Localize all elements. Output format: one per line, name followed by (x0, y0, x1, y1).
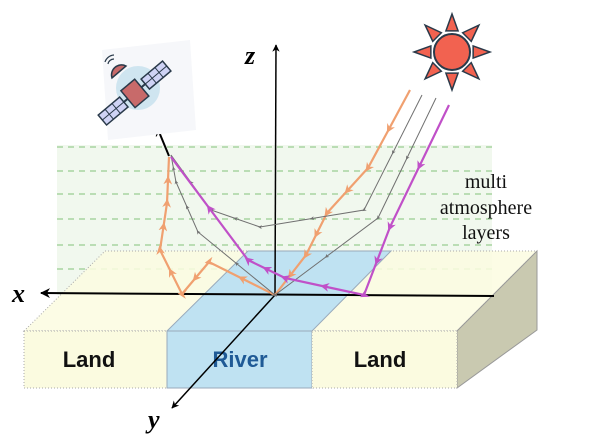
sun-ray (461, 23, 481, 43)
atmosphere-label-line2: atmosphere (440, 197, 532, 219)
z-axis-label: z (244, 41, 256, 70)
sun-ray (444, 72, 460, 93)
sun-disc (433, 33, 471, 71)
z-axis (272, 44, 280, 296)
sun-icon (411, 11, 493, 93)
land-right-front (311, 330, 458, 389)
x-axis-label: x (11, 279, 25, 308)
atmosphere-label-line3: layers (462, 222, 510, 244)
sun-ray (423, 23, 443, 43)
sun-ray (472, 44, 493, 60)
river-label: River (212, 347, 267, 372)
magenta-ray (170, 104, 450, 298)
light-rays (156, 89, 450, 299)
sun-ray (461, 61, 481, 81)
atmosphere-label-line1: multi (465, 171, 508, 193)
y-axis-label: y (145, 405, 160, 434)
sun-ray (444, 11, 460, 32)
river-front (166, 330, 313, 389)
land-left-front (23, 330, 168, 389)
land-left-label: Land (63, 347, 116, 372)
y-axis (171, 294, 276, 409)
sun-ray (423, 61, 443, 81)
land-right-label: Land (354, 347, 407, 372)
sun-ray (411, 44, 432, 60)
satellite-icon (97, 40, 196, 140)
